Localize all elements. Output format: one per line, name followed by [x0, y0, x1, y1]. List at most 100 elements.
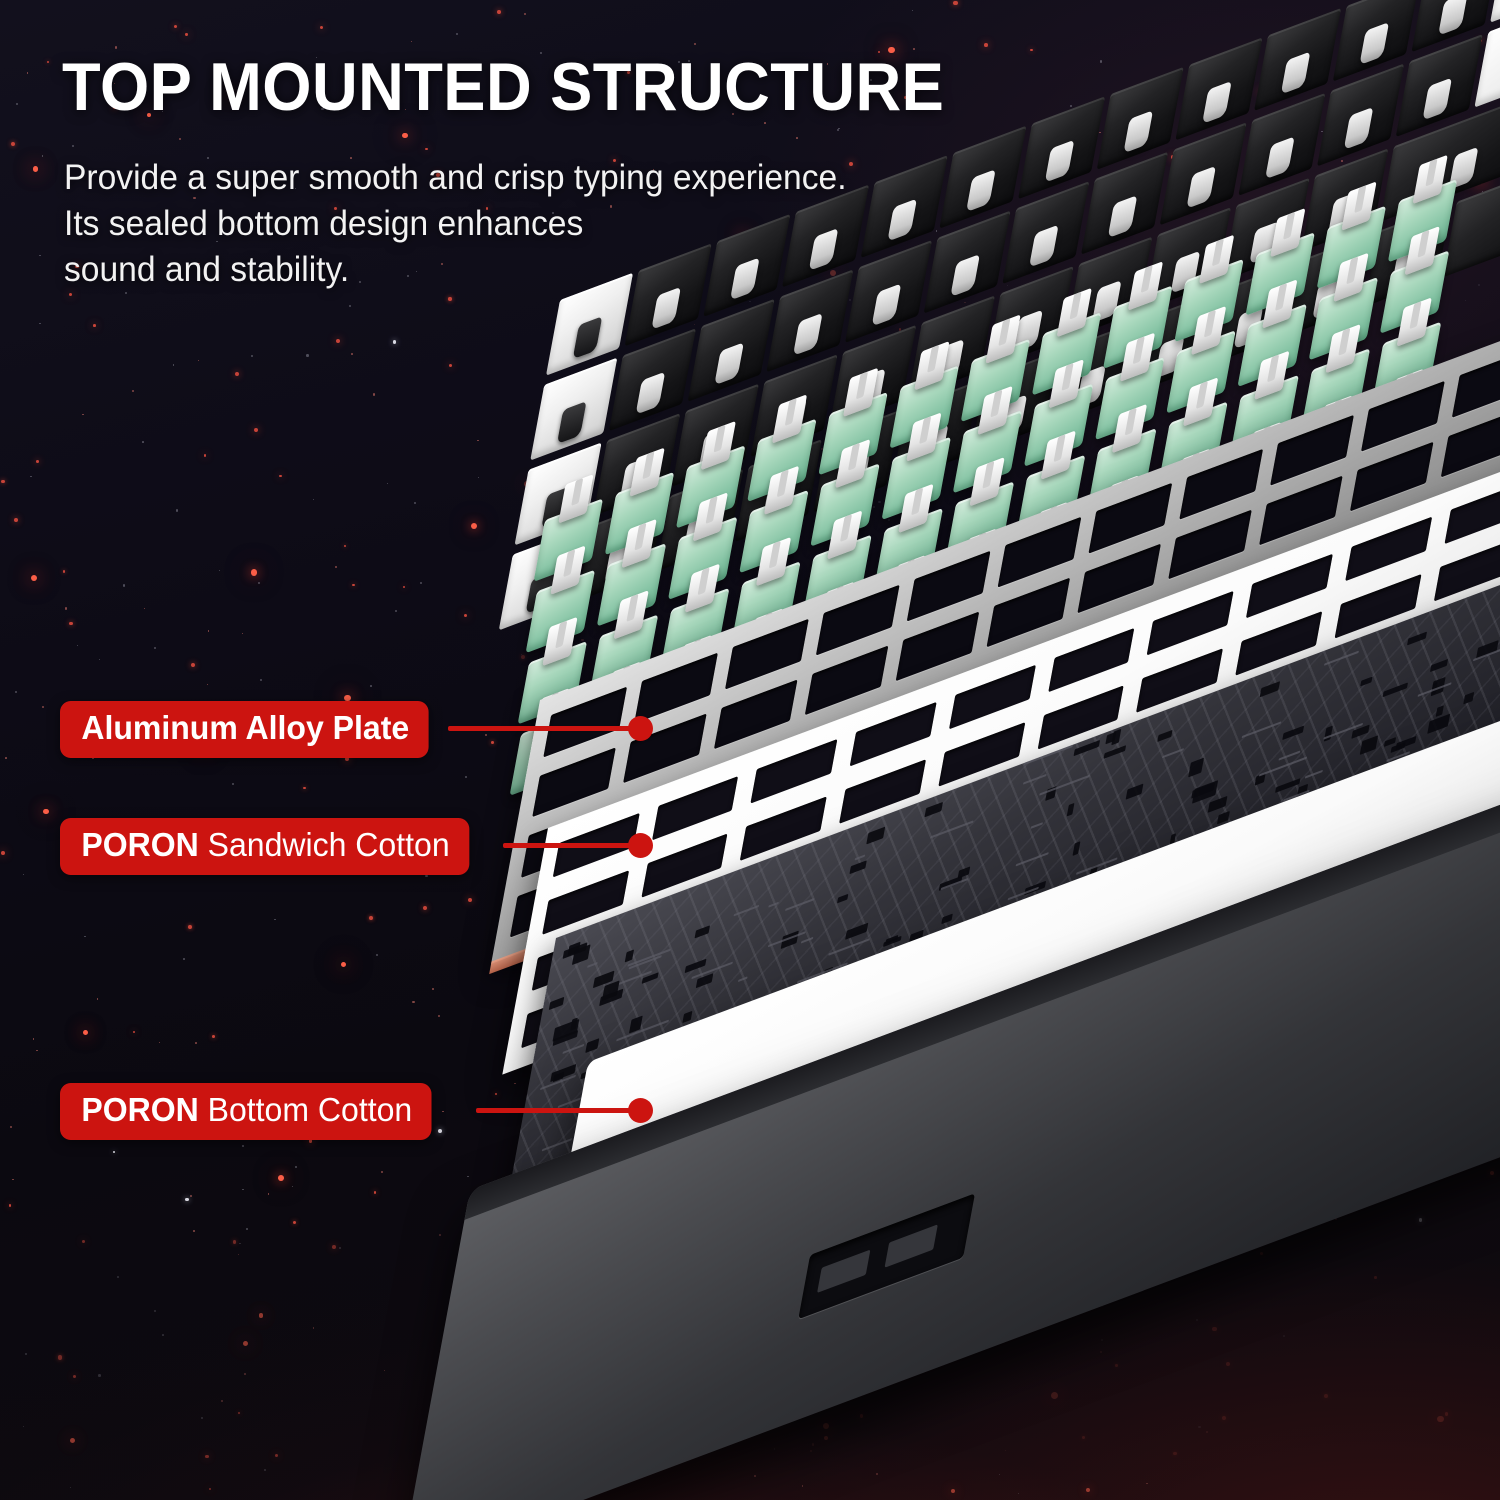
- mechanical-switch: [889, 365, 960, 449]
- switch-row: [525, 250, 1450, 654]
- keycap: [829, 324, 917, 428]
- callout-text-poron-bottom-cotton-bold: PORON: [81, 1091, 199, 1128]
- pcb-component: [562, 942, 588, 960]
- pcb-component: [1463, 691, 1475, 705]
- keycap: [1128, 292, 1216, 396]
- pcb-component: [1254, 773, 1266, 786]
- foam-cutout: [1444, 479, 1500, 544]
- callout-label-poron-sandwich-cotton[interactable]: PORON Sandwich Cotton: [60, 818, 470, 875]
- pcb-trace: [587, 961, 598, 969]
- pcb-component: [552, 1030, 579, 1047]
- pcb-component: [550, 1063, 577, 1083]
- keycap: [923, 210, 1011, 314]
- pcb-component: [1163, 896, 1180, 912]
- plate-cutout: [975, 637, 1059, 708]
- mechanical-switch: [1007, 525, 1078, 610]
- pcb-component: [1430, 676, 1446, 697]
- keycap: [1364, 203, 1452, 307]
- keycap: [514, 442, 602, 546]
- keycap: [1002, 181, 1090, 285]
- pcb-trace: [1395, 745, 1435, 762]
- callout-text-poron-sandwich-cotton-rest: Sandwich Cotton: [198, 826, 450, 863]
- plate-cutout: [532, 746, 616, 818]
- plate-cutout: [804, 644, 889, 716]
- pcb-trace: [1304, 769, 1323, 779]
- pcb-component: [1009, 974, 1034, 990]
- pcb-trace: [616, 1019, 670, 1042]
- keycap: [593, 413, 681, 517]
- pcb-component: [822, 994, 843, 1011]
- pcb-trace: [1230, 864, 1260, 877]
- pcb-component: [1429, 658, 1449, 673]
- mechanical-switch: [596, 542, 667, 627]
- foam-cutout: [750, 738, 838, 804]
- pcb-trace: [930, 820, 974, 839]
- keycap: [939, 125, 1027, 229]
- keycap: [1065, 236, 1153, 340]
- pcb-component: [1072, 841, 1081, 856]
- foam-cutout: [1047, 627, 1135, 693]
- pcb-component: [1351, 724, 1370, 739]
- pcb-component: [1351, 811, 1359, 823]
- pcb-trace: [1491, 797, 1500, 807]
- pcb-trace: [785, 897, 815, 912]
- pcb-component: [938, 875, 963, 891]
- pcb-trace: [691, 961, 733, 980]
- pcb-component: [1397, 783, 1423, 803]
- foam-cutout: [729, 853, 817, 918]
- pcb-component: [1376, 793, 1392, 808]
- pcb-trace: [1039, 774, 1091, 796]
- plate-cutout: [793, 705, 878, 776]
- mechanical-switch: [1015, 454, 1086, 539]
- pcb-component: [1435, 705, 1444, 717]
- mechanical-switch: [517, 640, 588, 725]
- pcb-trace: [557, 1095, 586, 1109]
- usb-c-port: [798, 1193, 976, 1320]
- plate-cutout: [1157, 569, 1241, 640]
- pcb-component: [1475, 639, 1499, 660]
- pcb-component: [788, 1020, 797, 1036]
- plate-cutout: [1179, 448, 1264, 520]
- pcb-component: [567, 941, 581, 957]
- pcb-component: [580, 1064, 606, 1080]
- pcb-component: [1027, 896, 1046, 914]
- plate-cutout: [1066, 603, 1150, 674]
- pcb-component: [585, 1038, 600, 1054]
- mechanical-switch: [509, 712, 580, 796]
- pcb-component: [599, 988, 624, 1007]
- foam-cutout: [1026, 742, 1114, 807]
- pcb-component: [1024, 880, 1047, 896]
- mechanical-switch: [1031, 311, 1102, 396]
- keycap: [1222, 177, 1310, 281]
- pcb-trace: [1429, 794, 1451, 805]
- leader-dot-poron-sandwich-cotton: [628, 833, 653, 858]
- keycap-row: [514, 58, 1500, 546]
- mechanical-switch: [667, 516, 738, 601]
- pcb-component: [1157, 729, 1173, 743]
- mechanical-switch: [747, 418, 817, 503]
- pcb-component: [789, 1037, 812, 1054]
- keycap: [1474, 0, 1500, 108]
- pcb-component: [1275, 778, 1301, 793]
- pcb-component: [1427, 713, 1451, 734]
- plate-cutout: [543, 686, 628, 757]
- mechanical-switch: [1158, 401, 1228, 486]
- keycap: [750, 354, 838, 458]
- plate-cutout: [1077, 543, 1162, 614]
- mechanical-switch: [1237, 303, 1307, 388]
- plate-cutout: [906, 550, 991, 622]
- pcb-trace: [1162, 748, 1185, 759]
- callout-label-aluminum-alloy-plate[interactable]: Aluminum Alloy Plate: [60, 701, 429, 758]
- keycap: [860, 155, 948, 259]
- mechanical-switch: [1166, 330, 1236, 414]
- pcb-trace: [1241, 721, 1282, 739]
- mechanical-switch: [1316, 205, 1387, 290]
- foam-cutout: [1235, 610, 1323, 676]
- pcb-trace: [1323, 650, 1359, 666]
- pcb-component: [1323, 725, 1333, 742]
- pcb-component: [878, 955, 902, 976]
- pcb-trace: [1278, 750, 1301, 761]
- callout-label-poron-bottom-cotton[interactable]: PORON Bottom Cotton: [60, 1083, 432, 1140]
- pcb-component: [849, 860, 867, 875]
- pcb-trace: [737, 976, 748, 983]
